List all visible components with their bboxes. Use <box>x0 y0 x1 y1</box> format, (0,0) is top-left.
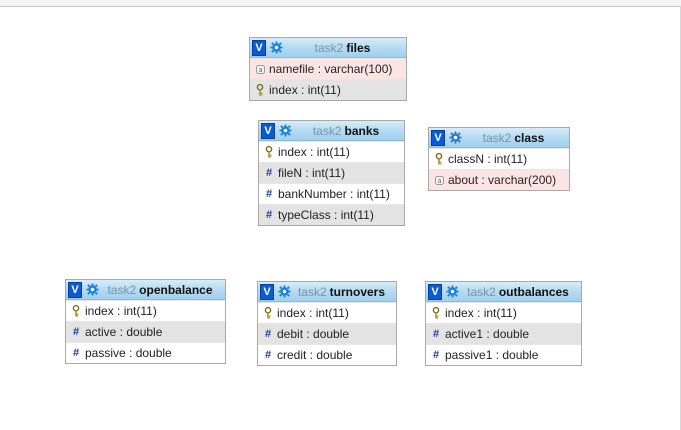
table-name: turnovers <box>329 284 386 299</box>
database-name: task2 <box>312 123 342 138</box>
gear-icon[interactable] <box>85 283 99 297</box>
hash-icon: # <box>264 348 272 361</box>
column-row[interactable]: # active : double <box>66 321 225 342</box>
column-label: index : int(11) <box>269 83 341 97</box>
string-icon: a <box>434 174 444 186</box>
column-row[interactable]: # credit : double <box>258 344 396 365</box>
table-name: banks <box>344 123 380 138</box>
hash-icon: # <box>264 327 272 340</box>
string-icon: a <box>255 63 265 75</box>
column-row[interactable]: index : int(11) <box>426 302 581 323</box>
column-row[interactable]: index : int(11) <box>259 141 404 162</box>
database-name: task2 <box>482 130 512 145</box>
column-label: namefile : varchar(100) <box>269 62 393 76</box>
column-row[interactable]: # active1 : double <box>426 323 581 344</box>
column-label: fileN : int(11) <box>278 166 346 180</box>
table-name: files <box>346 40 371 55</box>
column-row[interactable]: # passive1 : double <box>426 344 581 365</box>
key-icon <box>431 307 441 319</box>
gear-icon[interactable] <box>448 131 462 145</box>
column-row[interactable]: a about : varchar(200) <box>429 169 569 190</box>
column-label: about : varchar(200) <box>448 173 557 187</box>
column-label: passive1 : double <box>445 348 539 362</box>
table-name: openbalance <box>139 282 213 297</box>
svg-text:a: a <box>437 177 441 185</box>
gear-icon[interactable] <box>278 124 292 138</box>
hash-icon: # <box>72 325 80 338</box>
table-name: class <box>514 130 545 145</box>
collapse-toggle-button[interactable]: V <box>68 281 82 298</box>
key-icon <box>263 307 273 319</box>
column-row[interactable]: a namefile : varchar(100) <box>250 58 406 79</box>
hash-icon: # <box>265 187 273 200</box>
collapse-toggle-button[interactable]: V <box>428 283 442 300</box>
key-icon <box>255 84 265 96</box>
key-icon <box>71 305 81 317</box>
table-name: outbalances <box>498 284 569 299</box>
hash-icon: # <box>265 208 273 221</box>
column-row[interactable]: # typeClass : int(11) <box>259 204 404 225</box>
svg-text:a: a <box>258 66 262 74</box>
column-row[interactable]: # fileN : int(11) <box>259 162 404 183</box>
column-label: debit : double <box>277 327 350 341</box>
column-label: typeClass : int(11) <box>278 208 374 222</box>
gear-icon[interactable] <box>277 285 291 299</box>
hash-icon: # <box>432 327 440 340</box>
database-name: task2 <box>314 40 344 55</box>
column-row[interactable]: classN : int(11) <box>429 148 569 169</box>
hash-icon: # <box>72 346 80 359</box>
collapse-toggle-button[interactable]: V <box>431 129 445 146</box>
window-top-border <box>0 0 681 7</box>
column-label: bankNumber : int(11) <box>278 187 390 201</box>
collapse-toggle-button[interactable]: V <box>252 39 266 56</box>
column-label: classN : int(11) <box>448 152 528 166</box>
key-icon <box>434 153 444 165</box>
column-row[interactable]: # passive : double <box>66 342 225 363</box>
column-row[interactable]: index : int(11) <box>258 302 396 323</box>
column-row[interactable]: index : int(11) <box>66 300 225 321</box>
column-row[interactable]: index : int(11) <box>250 79 406 100</box>
column-label: passive : double <box>85 346 172 360</box>
hash-icon: # <box>265 166 273 179</box>
database-name: task2 <box>297 284 327 299</box>
column-label: index : int(11) <box>278 145 350 159</box>
column-row[interactable]: # bankNumber : int(11) <box>259 183 404 204</box>
column-row[interactable]: # debit : double <box>258 323 396 344</box>
hash-icon: # <box>432 348 440 361</box>
column-label: credit : double <box>277 348 353 362</box>
key-icon <box>264 146 274 158</box>
collapse-toggle-button[interactable]: V <box>260 283 274 300</box>
gear-icon[interactable] <box>269 41 283 55</box>
column-label: index : int(11) <box>277 306 349 320</box>
column-label: active1 : double <box>445 327 530 341</box>
column-label: index : int(11) <box>445 306 517 320</box>
column-label: index : int(11) <box>85 304 157 318</box>
collapse-toggle-button[interactable]: V <box>261 122 275 139</box>
gear-icon[interactable] <box>445 285 459 299</box>
column-label: active : double <box>85 325 163 339</box>
database-name: task2 <box>107 282 137 297</box>
database-name: task2 <box>467 284 496 299</box>
